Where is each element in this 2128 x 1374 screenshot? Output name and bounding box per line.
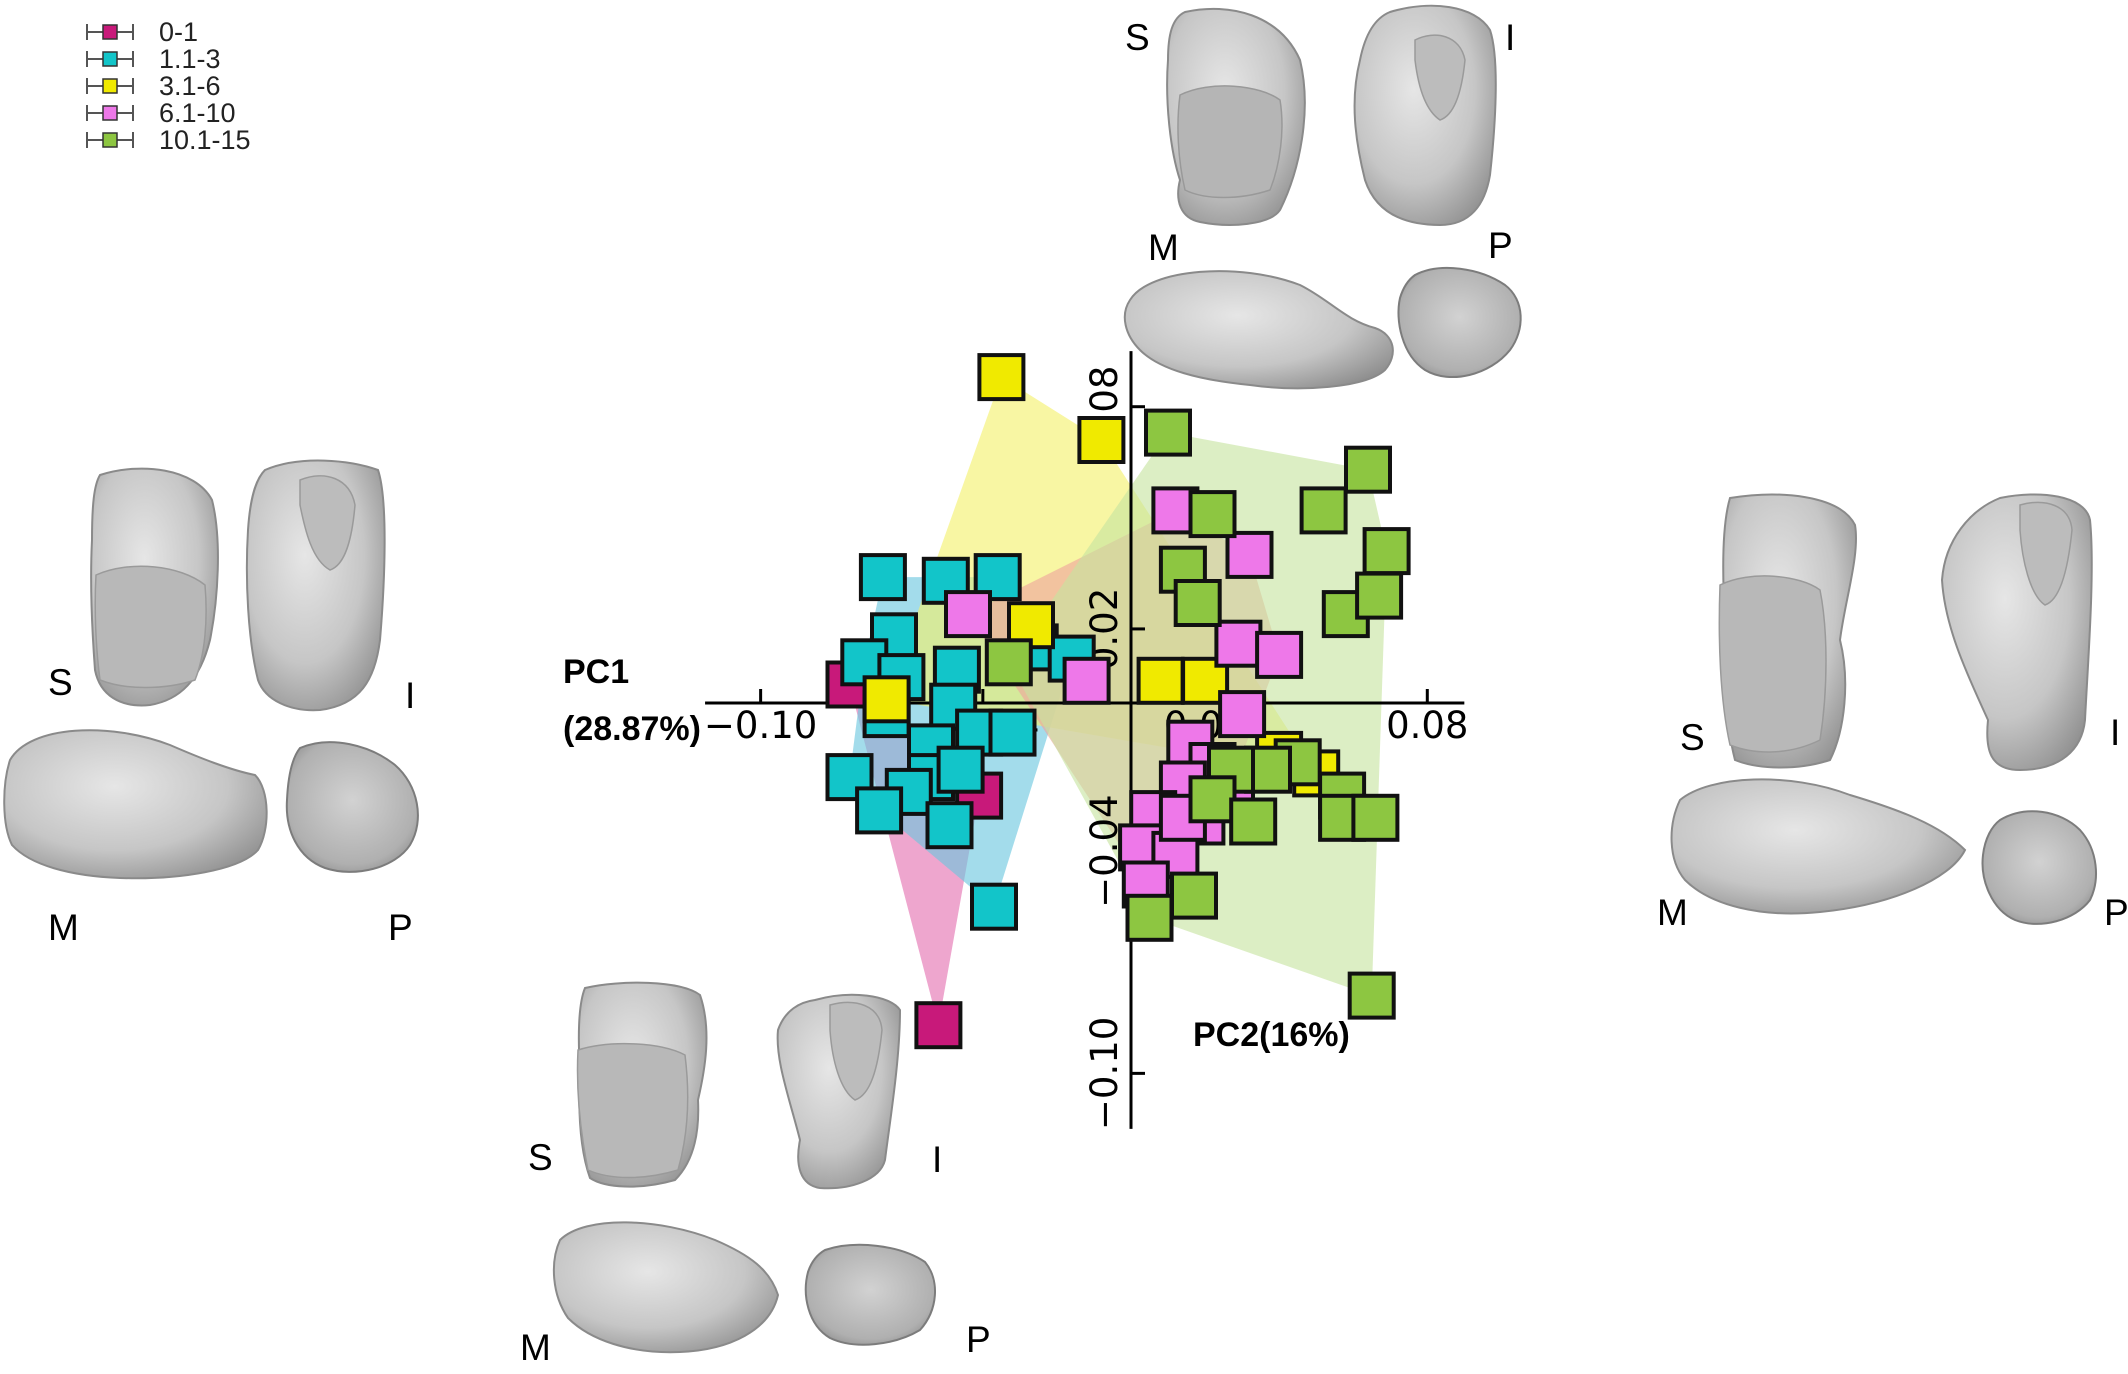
bone-superior-view-facet (576, 1042, 689, 1179)
legend-label: 10.1-15 (159, 125, 251, 155)
point-1.1-3 (988, 708, 1037, 757)
label-inferior: I (2110, 712, 2120, 753)
point-3.1-6 (977, 353, 1026, 402)
hull-10.1-15 (1008, 432, 1387, 996)
point-3.1-6 (1077, 416, 1126, 464)
y-axis: 0.080.02−0.04−0.10 (1083, 351, 1145, 1130)
bone-inferior-view-ridge (299, 475, 356, 571)
point-6.1-10 (1214, 619, 1263, 668)
point-1.1-3 (970, 882, 1018, 931)
point-6.1-10 (1255, 630, 1304, 679)
point-6.1-10 (1218, 690, 1267, 739)
point-10.1-15 (1299, 486, 1348, 535)
point-1.1-3 (855, 786, 904, 835)
legend-label: 3.1-6 (159, 71, 221, 101)
bone-medial-view (3, 729, 268, 880)
scatter-plot: −0.10−0.040.020.08 0.080.02−0.04−0.10 (704, 351, 1468, 1130)
bone-views-top: S I M P (1123, 4, 1522, 390)
point-1.1-3 (925, 801, 974, 850)
point-10.1-15 (1229, 797, 1278, 846)
x-tick-label: 0.08 (1386, 704, 1468, 747)
label-proximal: P (1488, 225, 1513, 266)
y-axis-title: PC2(16%) (1193, 1016, 1350, 1054)
bone-inferior-view-ridge (2019, 501, 2073, 606)
bone-proximal-view (1981, 810, 2097, 925)
point-6.1-10 (1225, 530, 1274, 579)
label-medial: M (48, 907, 79, 948)
bone-superior-view-facet (94, 565, 207, 689)
bone-views-bottom: S I M P (520, 981, 991, 1368)
point-0-1 (914, 1001, 963, 1050)
x-axis-title-line2: (28.87%) (563, 710, 701, 748)
label-medial: M (1657, 892, 1688, 933)
point-10.1-15 (1188, 490, 1237, 539)
bone-views-right: S I M P (1657, 493, 2128, 933)
bone-inferior-view-ridge (1414, 34, 1466, 121)
point-10.1-15 (1347, 971, 1396, 1020)
point-10.1-15 (1362, 527, 1411, 576)
label-superior: S (1125, 17, 1150, 58)
point-10.1-15 (1344, 445, 1392, 494)
bone-medial-view (552, 1221, 780, 1354)
legend-swatch (102, 105, 118, 121)
label-superior: S (48, 662, 73, 703)
legend-swatch (102, 24, 118, 40)
label-inferior: I (405, 675, 415, 716)
label-medial: M (1148, 227, 1179, 268)
x-tick-label: −0.10 (704, 704, 817, 747)
label-inferior: I (932, 1139, 942, 1180)
point-10.1-15 (1188, 775, 1237, 824)
legend-label: 1.1-3 (159, 44, 221, 74)
bone-medial-view (1670, 778, 1967, 915)
y-tick-label: −0.10 (1083, 1017, 1126, 1130)
bone-proximal-view (804, 1243, 937, 1346)
point-3.1-6 (1136, 656, 1185, 705)
bone-superior-view-facet (1718, 575, 1827, 753)
label-superior: S (1680, 717, 1705, 758)
point-10.1-15 (1355, 571, 1404, 620)
data-points (825, 353, 1411, 1050)
point-10.1-15 (1125, 893, 1174, 942)
point-10.1-15 (1170, 871, 1218, 920)
label-proximal: P (388, 907, 413, 948)
point-10.1-15 (1144, 408, 1192, 457)
legend-swatch (102, 132, 118, 148)
label-proximal: P (966, 1319, 991, 1360)
legend-label: 0-1 (159, 17, 198, 47)
bone-superior-view-facet (1177, 85, 1283, 199)
legend-label: 6.1-10 (159, 98, 236, 128)
point-10.1-15 (1351, 793, 1400, 842)
legend-swatch (102, 51, 118, 67)
bone-proximal-view (1397, 267, 1522, 378)
bone-views-left: S I M P (3, 459, 419, 948)
point-10.1-15 (984, 638, 1033, 687)
point-6.1-10 (1062, 656, 1111, 705)
bone-proximal-view (285, 741, 419, 873)
bone-medial-view (1123, 270, 1394, 390)
point-10.1-15 (1173, 579, 1222, 627)
label-superior: S (528, 1137, 553, 1178)
legend-swatch (102, 78, 118, 94)
label-medial: M (520, 1327, 551, 1368)
label-proximal: P (2104, 892, 2128, 933)
label-inferior: I (1505, 17, 1515, 58)
point-1.1-3 (936, 745, 985, 794)
bone-inferior-view-ridge (829, 1001, 883, 1101)
point-3.1-6 (862, 675, 911, 724)
point-3.1-6 (1181, 656, 1230, 705)
point-6.1-10 (944, 590, 992, 639)
point-1.1-3 (858, 553, 907, 602)
x-axis-title-line1: PC1 (563, 653, 629, 691)
